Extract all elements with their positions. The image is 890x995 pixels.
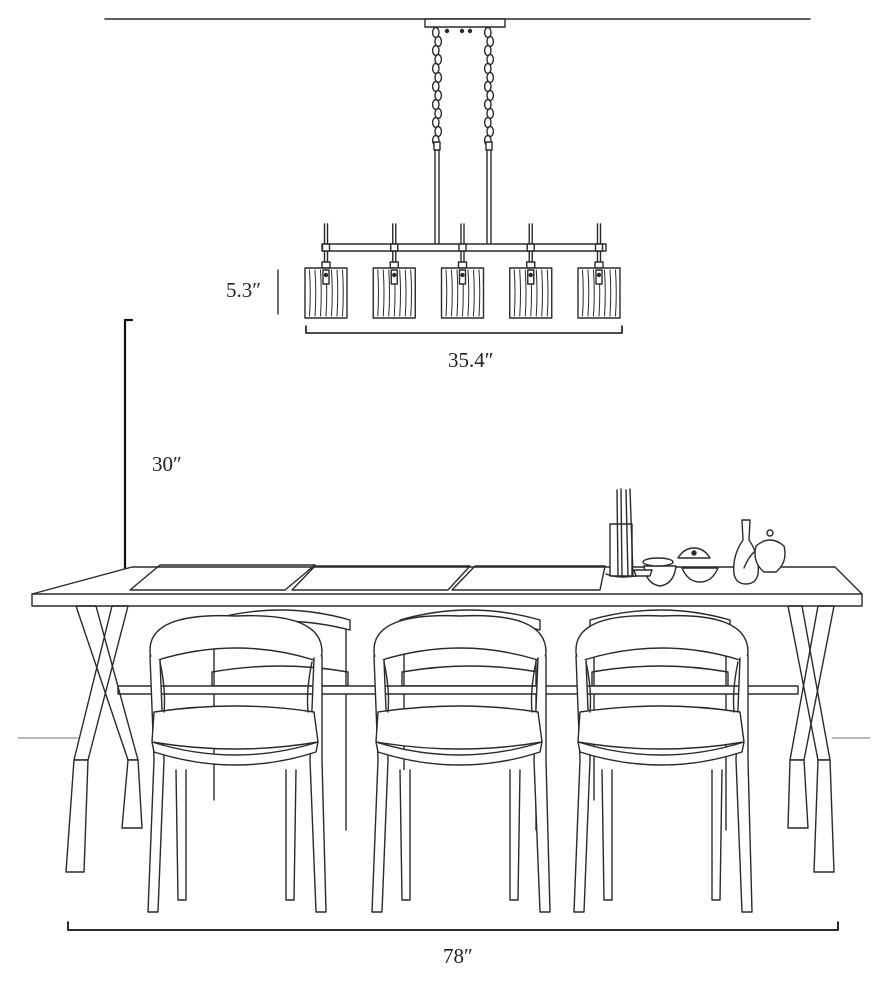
chain-left — [431, 26, 443, 147]
fixture-width-label: 35.4″ — [448, 348, 494, 372]
fixture-width-dimension — [305, 325, 623, 334]
tableware — [605, 488, 786, 587]
shade-group — [304, 223, 621, 319]
canopy — [424, 18, 506, 28]
chain-right — [483, 26, 495, 147]
shade — [440, 223, 485, 319]
front-chair — [147, 614, 327, 913]
front-chairs — [147, 614, 753, 913]
drop-dimension — [123, 318, 134, 595]
shade — [304, 223, 348, 319]
fixture-height-label: 5.3″ — [226, 278, 261, 302]
shade — [372, 223, 416, 319]
drop-to-table-label: 30″ — [152, 452, 182, 476]
front-chair — [573, 614, 753, 913]
table-length-label: 78″ — [443, 944, 473, 968]
shade — [509, 223, 553, 319]
downrods — [433, 141, 493, 245]
shade — [577, 223, 621, 319]
table-length-dimension — [67, 921, 839, 931]
front-chair — [371, 614, 551, 913]
